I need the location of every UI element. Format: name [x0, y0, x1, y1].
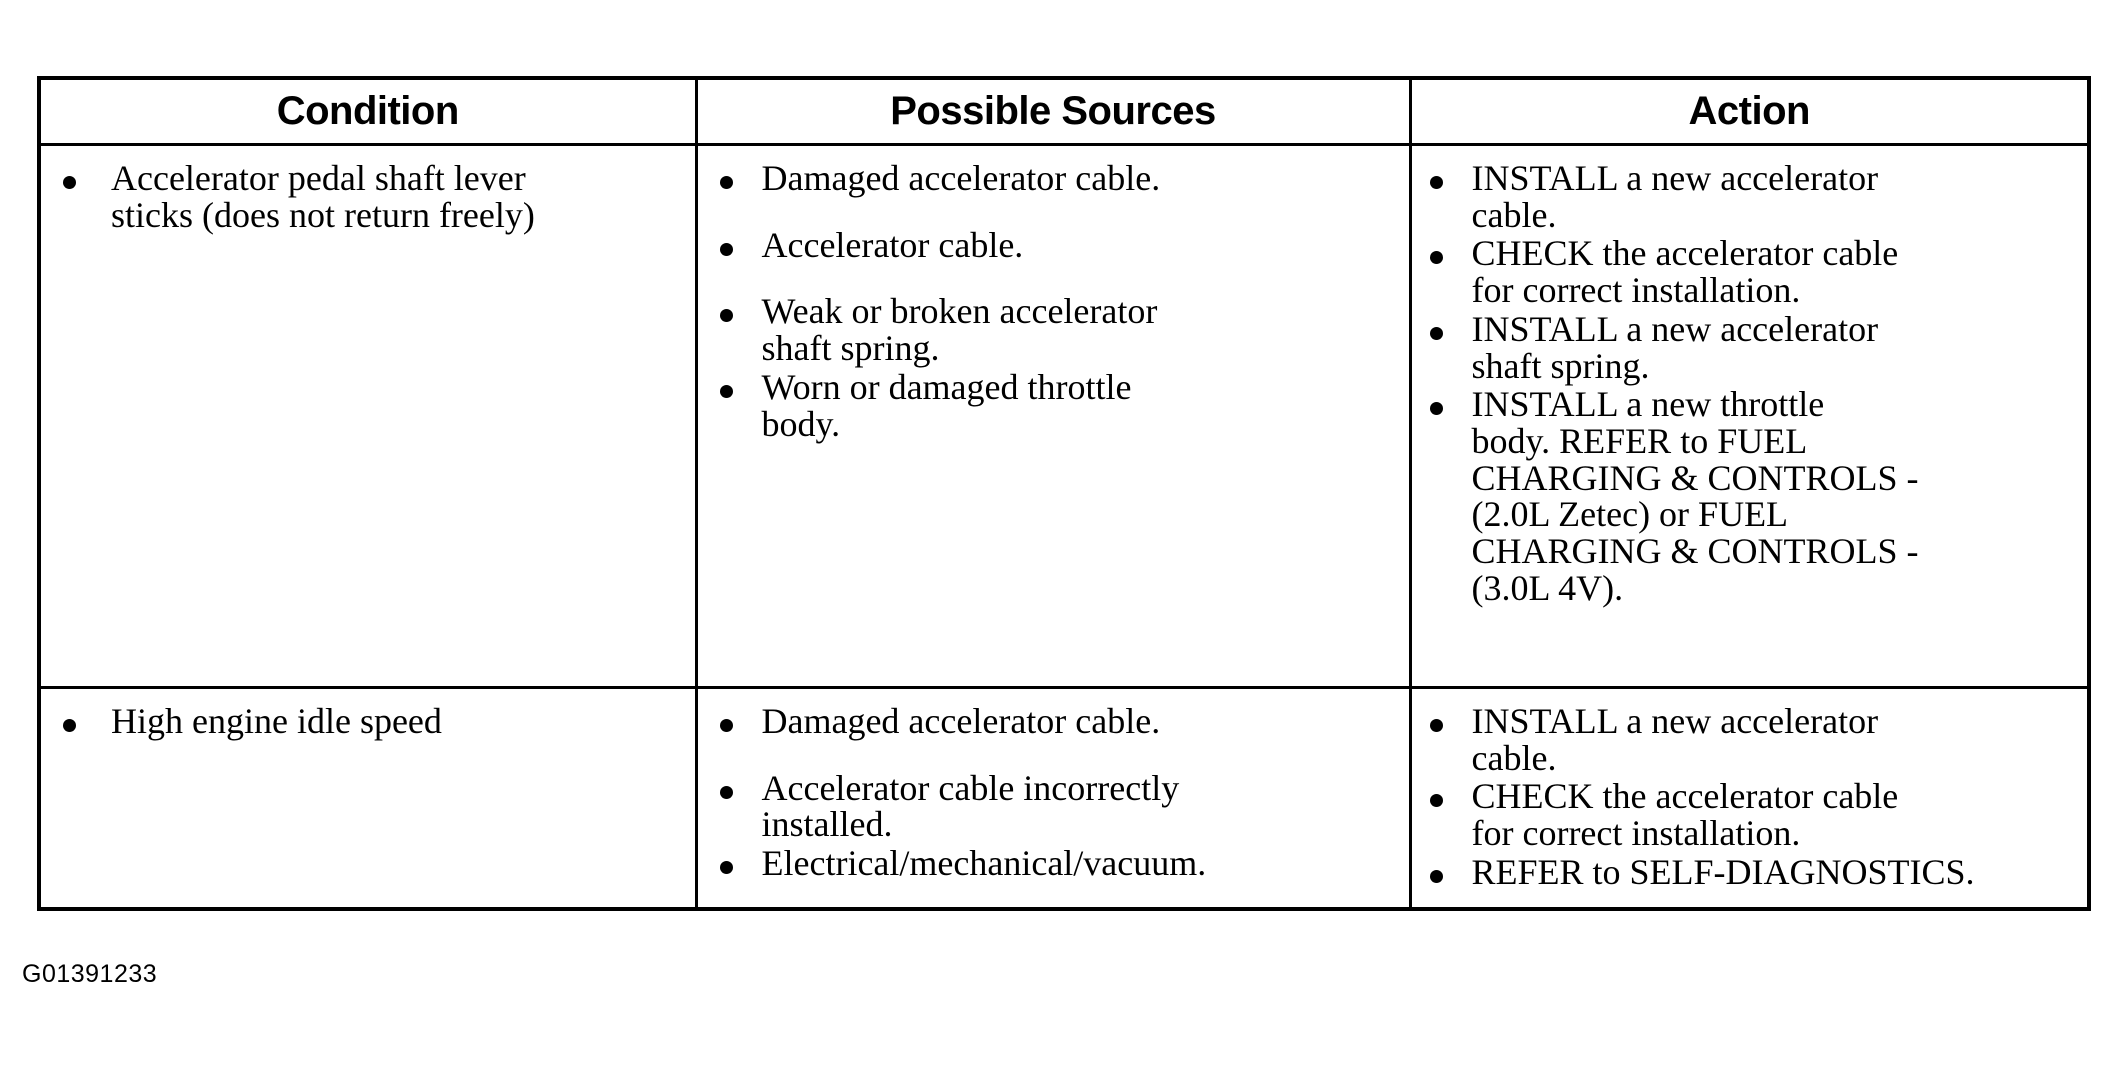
list-item: REFER to SELF-DIAGNOSTICS. — [1426, 854, 2074, 891]
action-bullet-list: INSTALL a new accelerator cable. CHECK t… — [1426, 703, 2074, 891]
cell-possible-sources: Damaged accelerator cable. Accelerator c… — [694, 685, 1412, 911]
bullet-icon — [719, 176, 733, 189]
column-header-condition: Condition — [37, 76, 698, 146]
bullet-icon — [719, 384, 733, 398]
bullet-icon — [63, 176, 76, 189]
cell-condition: High engine idle speed — [37, 685, 698, 911]
bullet-icon — [719, 309, 733, 323]
bullet-icon — [63, 719, 76, 732]
bullet-icon — [719, 719, 733, 732]
bullet-icon — [1429, 176, 1443, 189]
list-item: Worn or damaged throttle body. — [712, 368, 1395, 442]
bullet-icon — [1429, 326, 1443, 340]
table-header: Condition Possible Sources Action — [37, 76, 2091, 146]
bullet-icon — [1429, 719, 1443, 732]
cell-action: INSTALL a new accelerator cable. CHECK t… — [1408, 685, 2091, 911]
list-item: Accelerator pedal shaft lever sticks (do… — [55, 160, 681, 233]
figure-id-label: G01391233 — [22, 960, 158, 988]
cell-action: INSTALL a new accelerator cable. CHECK t… — [1408, 143, 2091, 689]
bullet-icon — [1429, 794, 1443, 808]
sources-bullet-list: Damaged accelerator cable. Accelerator c… — [712, 703, 1395, 882]
table-body: Accelerator pedal shaft lever sticks (do… — [37, 143, 2091, 911]
header-row: Condition Possible Sources Action — [37, 76, 2091, 146]
list-item: CHECK the accelerator cable for correct … — [1426, 778, 2074, 852]
list-item: Weak or broken accelerator shaft spring. — [712, 293, 1395, 367]
bullet-icon — [719, 861, 733, 875]
cell-condition: Accelerator pedal shaft lever sticks (do… — [37, 143, 698, 689]
list-item: CHECK the accelerator cable for correct … — [1426, 235, 2074, 309]
list-item: Damaged accelerator cable. — [712, 703, 1395, 740]
list-item: INSTALL a new accelerator cable. — [1426, 703, 2074, 776]
bullet-icon — [719, 785, 733, 799]
list-item: Accelerator cable. — [712, 226, 1395, 264]
condition-bullet-list: Accelerator pedal shaft lever sticks (do… — [55, 160, 681, 233]
table-row: Accelerator pedal shaft lever sticks (do… — [37, 143, 2091, 689]
diagnostic-table: Condition Possible Sources Action Accele… — [37, 76, 2091, 911]
cell-possible-sources: Damaged accelerator cable. Accelerator c… — [694, 143, 1412, 689]
bullet-icon — [1429, 402, 1443, 416]
list-item: Damaged accelerator cable. — [712, 160, 1395, 197]
condition-bullet-list: High engine idle speed — [55, 703, 681, 740]
list-item: High engine idle speed — [55, 703, 681, 740]
list-item: INSTALL a new accelerator shaft spring. — [1426, 310, 2074, 384]
list-item: INSTALL a new throttle body. REFER to FU… — [1426, 386, 2074, 606]
bullet-icon — [719, 242, 733, 256]
sources-bullet-list: Damaged accelerator cable. Accelerator c… — [712, 160, 1395, 442]
bullet-icon — [1429, 251, 1443, 265]
column-header-possible-sources: Possible Sources — [694, 76, 1412, 146]
list-item: Electrical/mechanical/vacuum. — [712, 845, 1395, 882]
column-header-action: Action — [1408, 76, 2091, 146]
bullet-icon — [1429, 869, 1443, 883]
action-bullet-list: INSTALL a new accelerator cable. CHECK t… — [1426, 160, 2074, 607]
list-item: INSTALL a new accelerator cable. — [1426, 160, 2074, 233]
list-item: Accelerator cable incorrectly installed. — [712, 769, 1395, 843]
table-row: High engine idle speed Damaged accelerat… — [37, 685, 2091, 911]
